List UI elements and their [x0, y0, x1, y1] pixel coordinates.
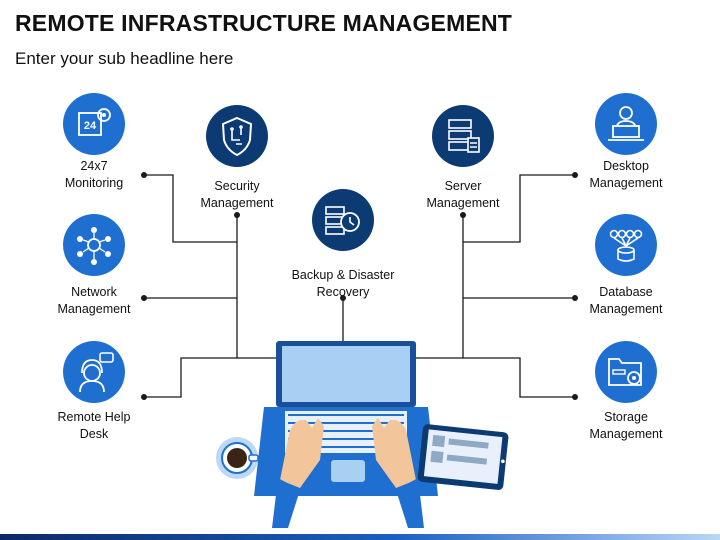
- label-database-management: Database Management: [589, 285, 663, 316]
- user-at-computer-icon: [595, 93, 657, 155]
- shield-circuit-icon: [206, 105, 268, 167]
- page-subtitle: Enter your sub headline here: [15, 49, 234, 68]
- label-remote-help-desk: Remote Help Desk: [57, 410, 131, 441]
- label-server-management: Server Management: [426, 179, 500, 210]
- support-agent-icon: [63, 341, 125, 403]
- server-stack-icon: [432, 105, 494, 167]
- database-nodes-icon: [595, 214, 657, 276]
- label-backup-disaster-recovery: Backup & Disaster Recovery: [291, 268, 395, 299]
- keyboard-keys: [288, 414, 404, 448]
- tablet-illustration: [417, 424, 509, 490]
- people-network-icon: [63, 214, 125, 276]
- connector-dots: [141, 172, 578, 400]
- label-security-management: Security Management: [200, 179, 274, 210]
- label-desktop-management: Desktop Management: [589, 159, 663, 190]
- clock-24-gear-icon: 24: [63, 93, 125, 155]
- hands-illustration: [272, 418, 424, 528]
- bottom-accent-bar: [0, 534, 720, 540]
- svg-text:24: 24: [84, 120, 97, 132]
- page-title: REMOTE INFRASTRUCTURE MANAGEMENT: [15, 10, 513, 36]
- server-restore-icon: [312, 189, 374, 251]
- folder-gear-icon: [595, 341, 657, 403]
- label-network-management: Network Management: [57, 285, 131, 316]
- label-storage-management: Storage Management: [589, 410, 663, 441]
- label-24x7-monitoring: 24x7 Monitoring: [64, 159, 124, 190]
- coffee-cup-icon: [216, 437, 259, 479]
- connector-lines: [144, 174, 575, 398]
